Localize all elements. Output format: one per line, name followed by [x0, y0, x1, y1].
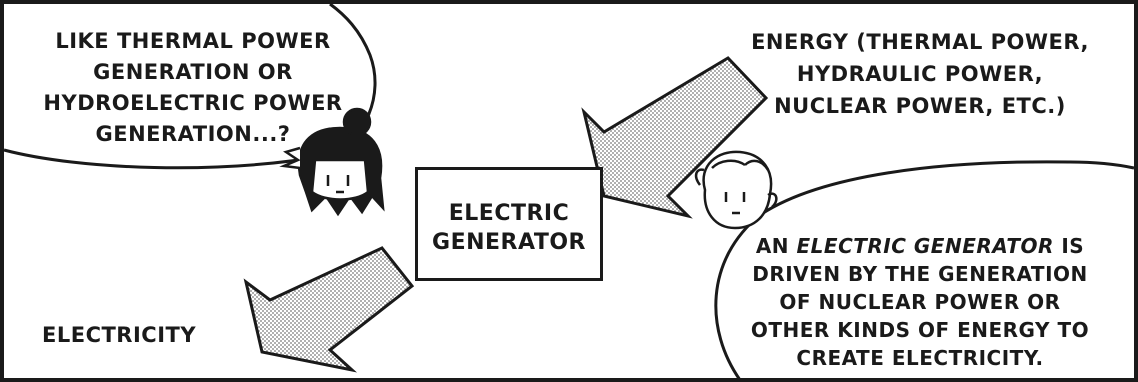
speech-line: CREATE ELECTRICITY. — [735, 344, 1105, 372]
generator-line: ELECTRIC — [415, 199, 603, 228]
caption-line: NUCLEAR POWER, ETC.) — [735, 90, 1105, 122]
speech-suffix: IS — [1054, 234, 1084, 258]
speech-line: HYDROELECTRIC POWER — [28, 88, 358, 119]
caption-line: HYDRAULIC POWER, — [735, 58, 1105, 90]
right-speech-text: AN ELECTRIC GENERATOR IS DRIVEN BY THE G… — [735, 232, 1105, 372]
generator-label: ELECTRIC GENERATOR — [415, 199, 603, 257]
speech-prefix: AN — [756, 234, 797, 258]
speech-line: OTHER KINDS OF ENERGY TO — [735, 316, 1105, 344]
left-speech-text: LIKE THERMAL POWER GENERATION OR HYDROEL… — [28, 26, 358, 150]
speech-line: LIKE THERMAL POWER — [28, 26, 358, 57]
caption-line: ENERGY (THERMAL POWER, — [735, 26, 1105, 58]
electricity-arrow — [246, 248, 412, 370]
speech-line: GENERATION...? — [28, 119, 358, 150]
electricity-caption: ELECTRICITY — [42, 323, 232, 347]
speech-line: GENERATION OR — [28, 57, 358, 88]
energy-caption: ENERGY (THERMAL POWER, HYDRAULIC POWER, … — [735, 26, 1105, 122]
speech-line-first: AN ELECTRIC GENERATOR IS — [735, 232, 1105, 260]
boy-character — [696, 152, 776, 228]
generator-line: GENERATOR — [415, 228, 603, 257]
speech-line: OF NUCLEAR POWER OR — [735, 288, 1105, 316]
speech-emphasis: ELECTRIC GENERATOR — [797, 234, 1054, 258]
speech-line: DRIVEN BY THE GENERATION — [735, 260, 1105, 288]
